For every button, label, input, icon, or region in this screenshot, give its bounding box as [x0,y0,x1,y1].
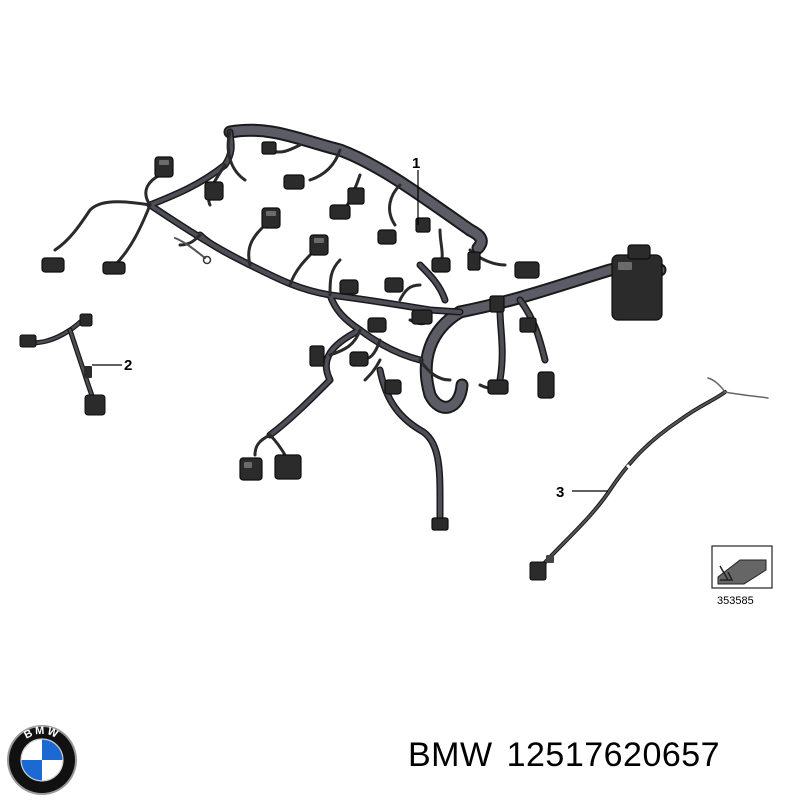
part-number: 12517620657 [506,736,721,774]
leader-lines [92,170,608,492]
logo-letters: BMW [22,725,59,742]
svg-text:BMW: BMW [22,725,61,742]
callout-3: 3 [556,484,564,501]
main-wiring-harness [41,123,667,531]
reference-number: 353585 [717,595,754,607]
callout-1: 1 [412,155,420,172]
reference-box [711,545,773,589]
part-caption: BMW 12517620657 [408,736,734,775]
sensor-lead [19,313,106,416]
single-cable [529,377,769,581]
brand-name: BMW [408,736,493,774]
callout-2: 2 [124,357,132,374]
bmw-logo: BMW [7,725,77,795]
